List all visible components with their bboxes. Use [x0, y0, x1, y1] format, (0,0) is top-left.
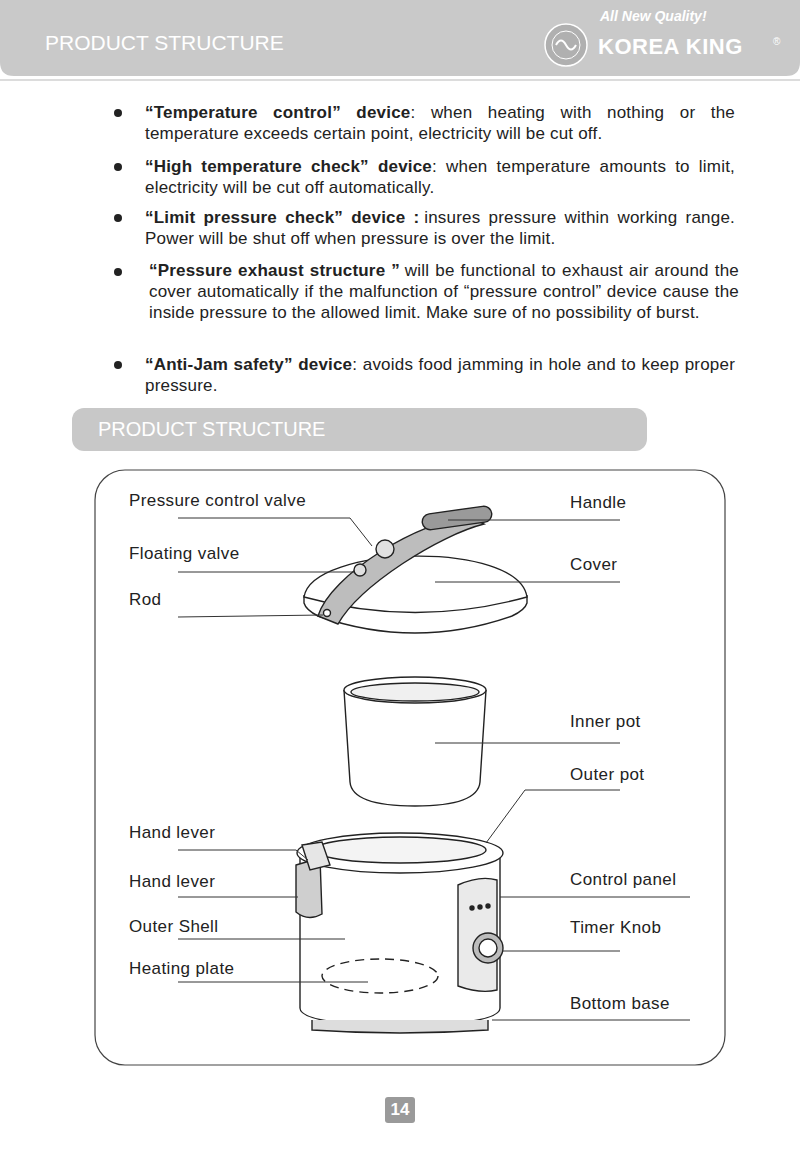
part-label: Heating plate [129, 959, 234, 979]
bullet-heading: “Limit pressure check” device : [145, 208, 419, 227]
bullet-item: “Limit pressure check” device :insures p… [145, 207, 735, 249]
part-label: Hand lever [129, 823, 215, 843]
logo-brand: KOREA KING [598, 34, 743, 60]
part-label: Cover [570, 555, 617, 575]
page-title: PRODUCT STRUCTURE [45, 31, 284, 55]
inner-pot [344, 677, 486, 806]
bullet-dots [114, 109, 122, 369]
part-label: Rod [129, 590, 161, 610]
logo-ring [552, 31, 580, 59]
part-label: Bottom base [570, 994, 670, 1014]
bullet-item: “High temperature check” device: when te… [145, 156, 735, 198]
part-label: Floating valve [129, 544, 240, 564]
header-rule [0, 79, 800, 81]
part-label: Outer pot [570, 765, 644, 785]
bullet-heading: “High temperature check” device [145, 157, 432, 176]
section-title: PRODUCT STRUCTURE [72, 408, 647, 451]
logo-badge [545, 24, 587, 66]
header-bar [0, 0, 800, 76]
part-label: Handle [570, 493, 626, 513]
bullet-item: “Anti-Jam safety” device: avoids food ja… [145, 354, 735, 396]
logo-wave [556, 41, 576, 50]
part-label: Inner pot [570, 712, 641, 732]
part-label: Pressure control valve [129, 491, 306, 511]
part-label: Timer Knob [570, 918, 661, 938]
logo-slogan: All New Quality! [600, 8, 707, 24]
page-number-box: 14 [385, 1097, 415, 1123]
bullet-item: “Temperature control” device: when heati… [145, 102, 735, 144]
cooker-body [296, 833, 503, 1033]
page-number: 14 [385, 1097, 415, 1123]
part-label: Hand lever [129, 872, 215, 892]
bullet-item: “Pressure exhaust structure ”will be fun… [145, 260, 739, 323]
cover [304, 505, 527, 633]
part-label: Outer Shell [129, 917, 218, 937]
figure-frame [95, 470, 725, 1065]
bullet-heading: “Anti-Jam safety” device [145, 355, 352, 374]
part-label: Control panel [570, 870, 676, 890]
bullet-heading: “Temperature control” device [145, 103, 410, 122]
leader-lines [178, 518, 690, 1020]
bullet-heading: “Pressure exhaust structure ” [149, 261, 400, 280]
section-band: PRODUCT STRUCTURE [72, 408, 647, 451]
logo-registered: ® [773, 36, 780, 47]
